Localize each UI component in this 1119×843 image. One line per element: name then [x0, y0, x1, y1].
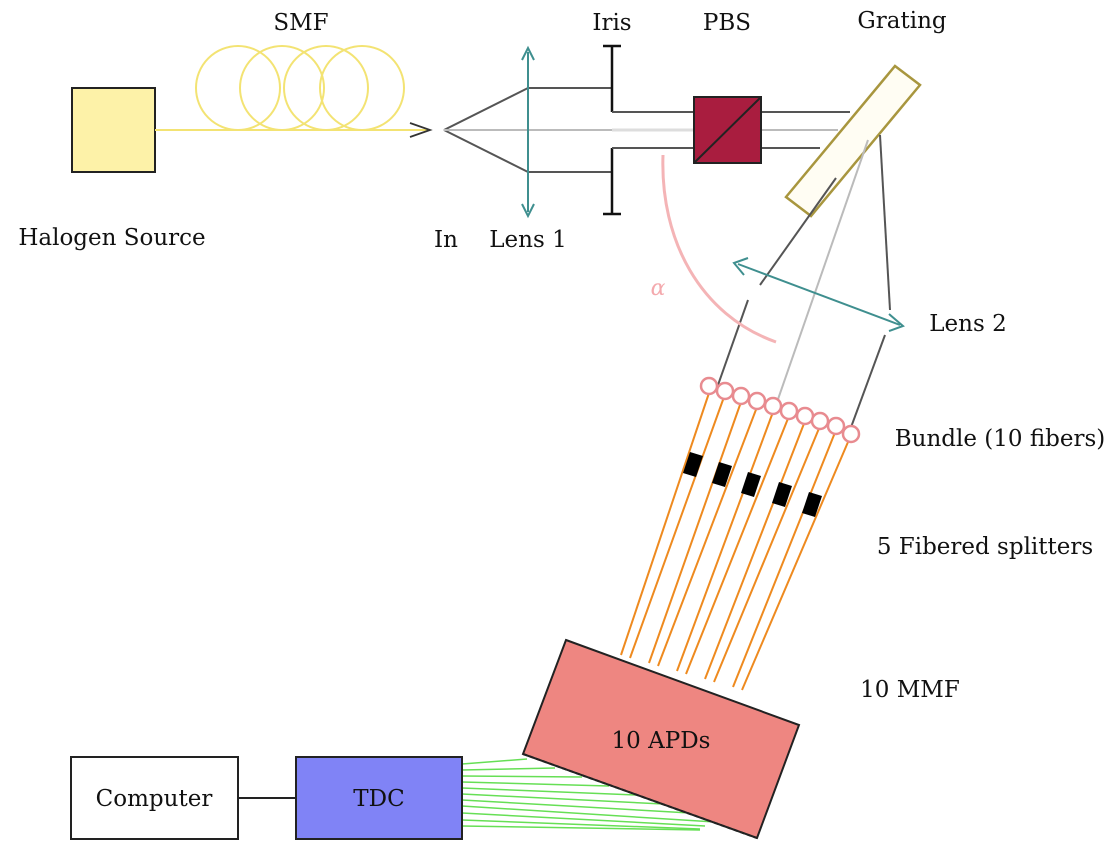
computer-box — [70, 756, 239, 840]
alpha-label: α — [651, 276, 666, 301]
pbs-label: PBS — [703, 10, 751, 36]
mmf-label: 10 MMF — [860, 677, 960, 703]
lens1-icon — [521, 45, 535, 219]
in-label: In — [434, 227, 458, 253]
fiber-bundle — [699, 376, 861, 444]
smf-label: SMF — [273, 10, 328, 36]
tdc-label: TDC — [353, 786, 404, 812]
lens1-label: Lens 1 — [489, 227, 566, 253]
diffracted-beams — [717, 134, 891, 431]
grating-icon — [784, 64, 922, 218]
tdc-box — [295, 756, 463, 840]
splitters-label: 5 Fibered splitters — [877, 534, 1093, 560]
bundle-label: Bundle (10 fibers) — [895, 426, 1106, 452]
grating-label: Grating — [857, 8, 946, 34]
apds-label: 10 APDs — [612, 728, 711, 754]
center-diffracted-ray — [775, 139, 869, 406]
pbs-cube — [693, 96, 762, 164]
lens2-label: Lens 2 — [929, 311, 1006, 337]
computer-label: Computer — [96, 786, 213, 812]
apd-tdc-cables — [461, 758, 716, 831]
input-beam — [443, 87, 612, 173]
iris-label: Iris — [592, 10, 631, 36]
alpha-angle-arc — [661, 154, 777, 344]
halogen-source-box — [71, 87, 156, 173]
iris-icon — [603, 44, 621, 216]
mmf-fibers — [620, 392, 852, 691]
collimated-beam — [612, 111, 850, 149]
fibered-splitters — [683, 452, 822, 517]
halogen-source-label: Halogen Source — [18, 225, 205, 251]
smf-fiber-coil — [155, 45, 430, 131]
fiber-input-marker — [409, 122, 433, 138]
lens2-icon — [732, 257, 905, 332]
